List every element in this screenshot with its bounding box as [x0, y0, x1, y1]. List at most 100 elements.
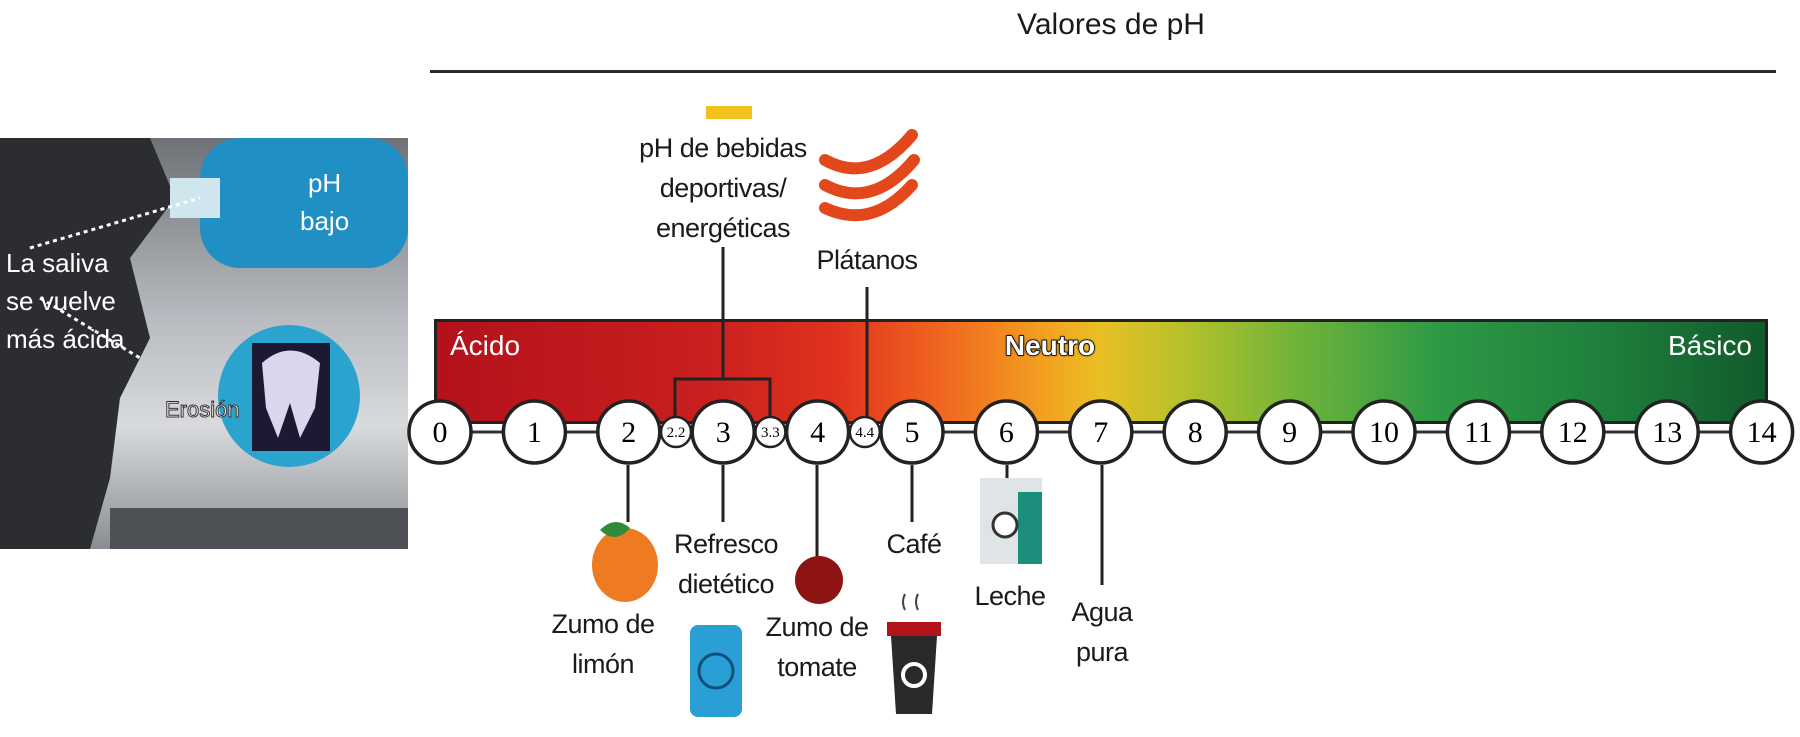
sports-drink-icon — [706, 106, 752, 119]
banana-icon — [819, 129, 920, 222]
ph-value-circle — [879, 399, 945, 465]
ph-value-marker: 10 — [1351, 399, 1417, 465]
pure-water-label: Agua pura — [1071, 592, 1133, 672]
neutral-label: Neutro — [1004, 329, 1096, 362]
ph-value-marker: 13 — [1634, 399, 1700, 465]
tomato-juice-label: Zumo de tomate — [765, 607, 869, 687]
ph-value-circle — [1068, 399, 1134, 465]
bottle-neck — [170, 178, 220, 218]
ph-value-marker: 11 — [1445, 399, 1512, 465]
ph-value-label: 9 — [1282, 416, 1297, 449]
ph-value-marker: 3 — [690, 399, 756, 465]
ph-value-marker: 4 — [784, 399, 851, 465]
diet-soda-label-line: dietético — [677, 569, 775, 599]
coffee-label: Café — [886, 529, 942, 559]
road — [110, 508, 408, 549]
ph-value-circle — [1634, 399, 1700, 465]
ph-value-label: 5 — [905, 416, 920, 449]
face-silhouette — [0, 138, 175, 549]
ph-value-circle — [407, 399, 473, 465]
ph-value-label: 2 — [621, 416, 636, 449]
ph-value-marker: 2 — [596, 399, 662, 465]
ph-value-circle — [1351, 399, 1417, 465]
diet-soda-label: Refresco dietético — [673, 524, 779, 604]
sports-drinks-label-line: deportivas/ — [659, 173, 787, 203]
ph-intermediate-value: 2.2 — [667, 425, 686, 441]
ph-intermediate-value: 3.3 — [761, 425, 780, 441]
saliva-label: La saliva se vuelve más ácida — [6, 244, 125, 358]
ph-value-label: 8 — [1188, 416, 1203, 449]
person-drinking-photo: pH bajo La saliva se vuelve más ácida Er… — [0, 138, 408, 549]
ph-value-marker: 9 — [1256, 399, 1323, 465]
saliva-label-line: La saliva — [6, 248, 109, 278]
ph-value-circle — [690, 399, 756, 465]
bottle-shape — [200, 138, 408, 268]
ph-intermediate-marker: 4.4 — [848, 415, 882, 449]
tomato-juice-label-line: tomate — [777, 652, 857, 682]
ph-value-label: 13 — [1652, 416, 1682, 449]
tomato-juice-label-line: Zumo de — [765, 612, 869, 642]
milk-carton-icon — [980, 478, 1042, 564]
chart-title: Valores de pH — [1017, 8, 1205, 41]
bottle-label-line: bajo — [300, 206, 350, 236]
ph-value-circle — [1162, 399, 1228, 465]
ph-value-label: 14 — [1747, 416, 1777, 449]
ph-value-circle — [1445, 399, 1512, 465]
sports-drinks-label-line: pH de bebidas — [639, 133, 807, 163]
saliva-label-line: se vuelve — [6, 286, 116, 316]
tomato-icon — [795, 556, 843, 604]
ph-value-marker: 5 — [879, 399, 945, 465]
ph-value-circle — [1256, 399, 1323, 465]
erosion-label: Erosión — [165, 397, 241, 423]
photo-illustration — [0, 138, 408, 549]
ph-value-label: 11 — [1464, 416, 1493, 449]
pure-water-label-line: pura — [1075, 637, 1129, 667]
basic-label: Básico — [1667, 330, 1752, 361]
arrow-dashed — [39, 296, 141, 360]
ph-value-marker: 14 — [1728, 399, 1795, 465]
ph-value-label: 10 — [1369, 416, 1399, 449]
coffee-cup-icon — [887, 593, 941, 714]
ph-intermediate-value: 4.4 — [855, 425, 874, 441]
milk-label: Leche — [974, 581, 1046, 611]
ph-value-circle — [1540, 399, 1606, 465]
lemon-icon — [592, 521, 658, 602]
ph-value-label: 4 — [810, 416, 825, 449]
lemon-juice-label-line: limón — [571, 649, 635, 679]
title-rule — [430, 70, 1776, 73]
ph-value-marker: 6 — [973, 399, 1040, 465]
ph-value-marker: 0 — [407, 399, 473, 465]
ph-value-marker: 1 — [501, 399, 568, 465]
tooth-icon — [262, 350, 320, 438]
ph-value-marker: 12 — [1540, 399, 1606, 465]
ph-intermediate-marker: 2.2 — [659, 415, 693, 449]
ph-value-label: 0 — [433, 416, 448, 449]
ph-value-label: 12 — [1558, 416, 1588, 449]
bottle-label: pH bajo — [300, 164, 349, 240]
diet-soda-label-line: Refresco — [673, 529, 779, 559]
ph-value-circle — [1728, 399, 1795, 465]
bottle-label-line: pH — [307, 168, 342, 198]
bananas-label: Plátanos — [816, 245, 918, 275]
acid-label: Ácido — [450, 330, 521, 361]
arrow-dashed — [29, 196, 201, 250]
lemon-juice-label: Zumo de limón — [551, 604, 655, 684]
ph-value-circle — [596, 399, 662, 465]
ph-intermediate-marker: 3.3 — [754, 415, 787, 449]
sports-drinks-label: pH de bebidas deportivas/ energéticas — [639, 128, 807, 248]
lemon-juice-label-line: Zumo de — [551, 609, 655, 639]
sports-drink-bracket — [673, 247, 772, 420]
diet-soda-can-icon — [690, 625, 742, 717]
ph-value-circle — [973, 399, 1040, 465]
pure-water-label-line: Agua — [1071, 597, 1133, 627]
ph-value-circle — [784, 399, 851, 465]
saliva-label-line: más ácida — [6, 324, 125, 354]
ph-value-label: 1 — [527, 416, 542, 449]
sports-drinks-label-line: energéticas — [655, 213, 791, 243]
ph-value-marker: 8 — [1162, 399, 1228, 465]
ph-value-label: 3 — [716, 416, 731, 449]
ph-value-marker: 7 — [1068, 399, 1134, 465]
ph-value-label: 6 — [999, 416, 1014, 449]
